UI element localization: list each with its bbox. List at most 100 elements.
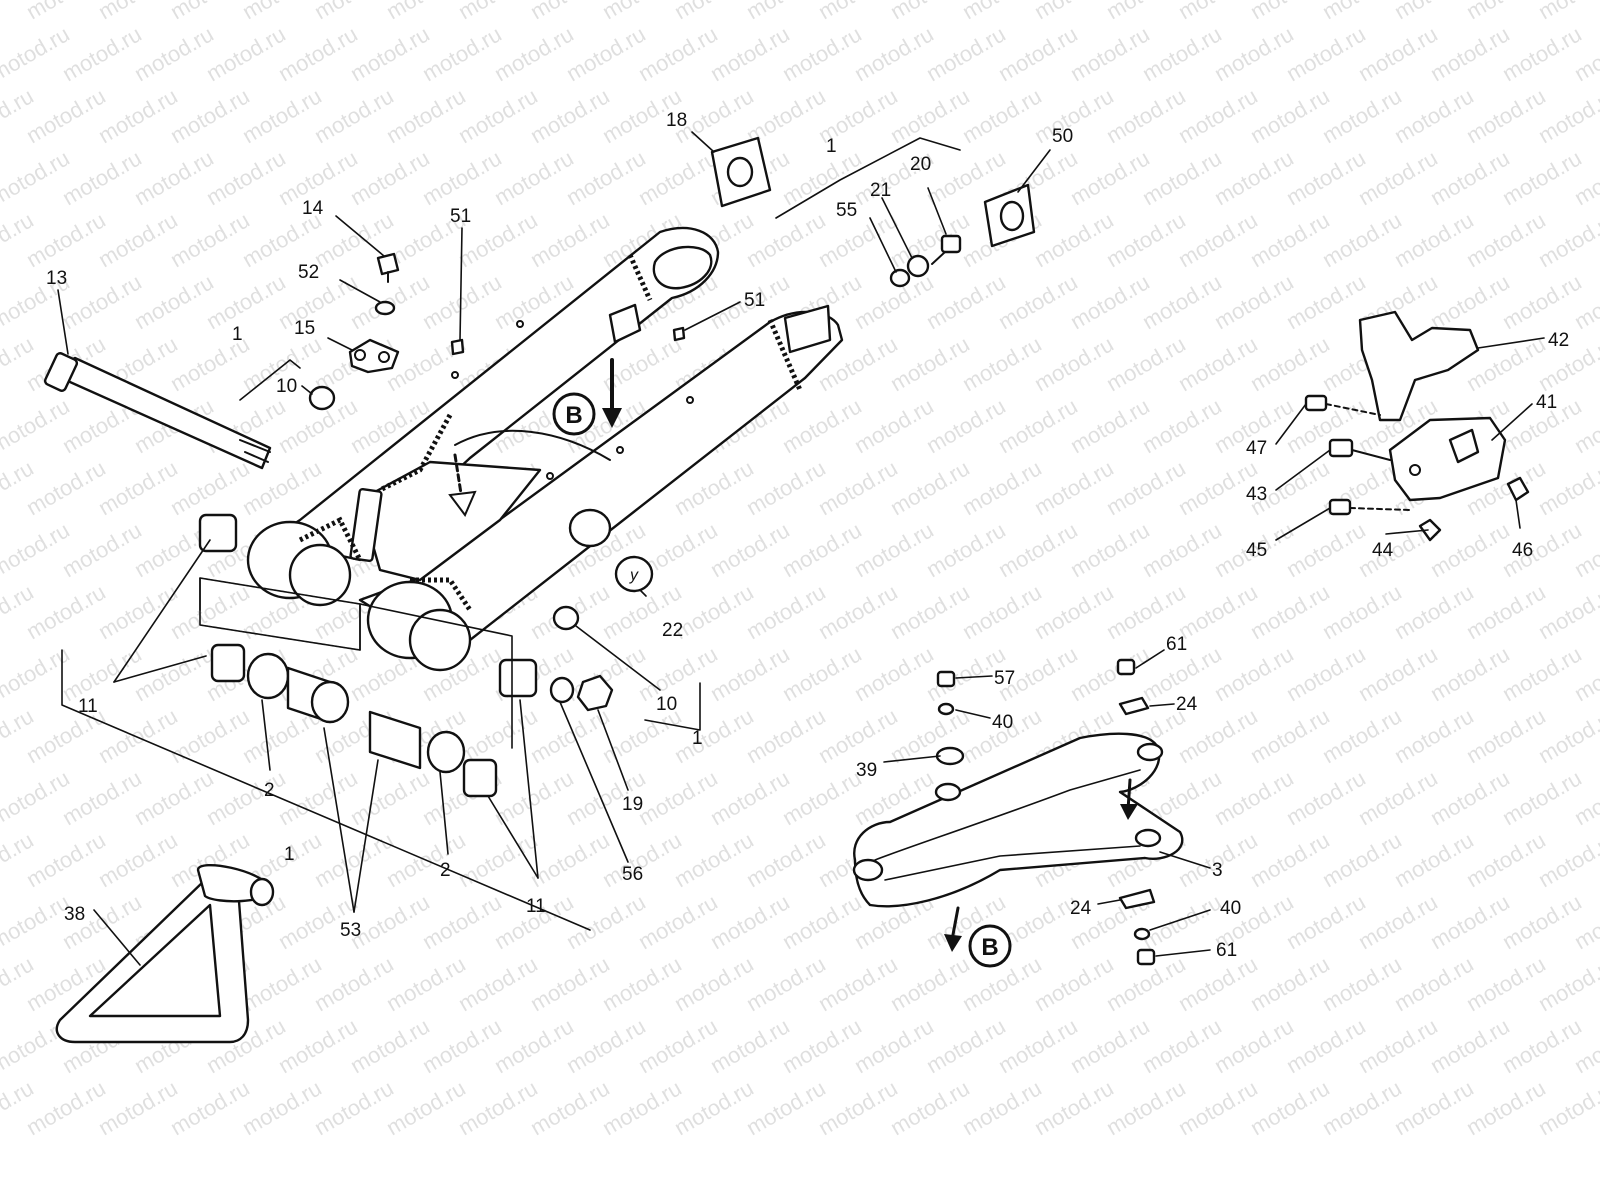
bolt-20 — [931, 234, 962, 265]
view-marker-b-main: B — [552, 392, 596, 436]
watermark-text: motod.ru — [562, 1013, 650, 1078]
watermark-text: motod.ru — [490, 145, 578, 210]
watermark-text: motod.ru — [94, 455, 182, 520]
washer-52 — [374, 300, 396, 316]
watermark-text: motod.ru — [670, 1075, 758, 1140]
watermark-text: motod.ru — [22, 1075, 110, 1140]
watermark-text: motod.ru — [634, 765, 722, 830]
watermark-text: motod.ru — [454, 83, 542, 148]
watermark-text: motod.ru — [958, 1075, 1046, 1140]
callout-52: 52 — [298, 262, 319, 283]
watermark-text: motod.ru — [454, 827, 542, 892]
watermark-text: motod.ru — [58, 21, 146, 86]
callout-13: 13 — [46, 268, 67, 289]
watermark-text: motod.ru — [1138, 269, 1226, 334]
watermark-text: motod.ru — [922, 269, 1010, 334]
watermark-text: motod.ru — [382, 83, 470, 148]
watermark-text: motod.ru — [778, 765, 866, 830]
callout-45: 45 — [1246, 540, 1267, 561]
plug-22: y — [614, 555, 654, 593]
swingarm-body — [246, 226, 844, 672]
callout-61-lower: 61 — [1216, 940, 1237, 961]
watermark-text: motod.ru — [1534, 83, 1600, 148]
paddock-stand — [55, 863, 275, 1044]
plug-mark: y — [629, 567, 639, 584]
watermark-text: motod.ru — [778, 641, 866, 706]
watermark-text: motod.ru — [670, 827, 758, 892]
watermark-text: motod.ru — [1426, 1013, 1514, 1078]
callout-3: 3 — [1212, 860, 1223, 881]
watermark-text: motod.ru — [166, 207, 254, 272]
watermark-text: motod.ru — [1030, 331, 1118, 396]
watermark-text: motod.ru — [1354, 641, 1442, 706]
watermark-text: motod.ru — [22, 83, 110, 148]
callout-15: 15 — [294, 318, 315, 339]
watermark-text: motod.ru — [202, 145, 290, 210]
watermark-text: motod.ru — [742, 455, 830, 520]
pivot-bearing-set — [198, 513, 614, 798]
callout-19: 19 — [622, 794, 643, 815]
direction-arrows-body — [448, 358, 622, 517]
watermark-text: motod.ru — [1498, 889, 1586, 954]
cap-10-upper — [308, 385, 336, 411]
callout-41: 41 — [1536, 392, 1557, 413]
watermark-text: motod.ru — [1534, 207, 1600, 272]
watermark-text: motod.ru — [1534, 951, 1600, 1016]
watermark-text: motod.ru — [742, 951, 830, 1016]
callout-53: 53 — [340, 920, 361, 941]
watermark-text: motod.ru — [1354, 889, 1442, 954]
watermark-text: motod.ru — [346, 21, 434, 86]
watermark-text: motod.ru — [1066, 1013, 1154, 1078]
watermark-text: motod.ru — [0, 889, 74, 954]
callout-1-a: 1 — [232, 324, 243, 345]
watermark-text: motod.ru — [130, 145, 218, 210]
watermark-text: motod.ru — [1066, 393, 1154, 458]
watermark-text: motod.ru — [1138, 145, 1226, 210]
callout-56: 56 — [622, 864, 643, 885]
watermark-text: motod.ru — [310, 1075, 398, 1140]
watermark-text: motod.ru — [1138, 1013, 1226, 1078]
watermark-text: motod.ru — [1462, 703, 1550, 768]
watermark-text: motod.ru — [1498, 145, 1586, 210]
watermark-text: motod.ru — [850, 517, 938, 582]
watermark-text: motod.ru — [1246, 579, 1334, 644]
leader-lines — [57, 131, 1545, 966]
watermark-text: motod.ru — [94, 207, 182, 272]
watermark-text: motod.ru — [1318, 207, 1406, 272]
watermark-text: motod.ru — [418, 889, 506, 954]
callout-39: 39 — [856, 760, 877, 781]
watermark-text: motod.ru — [994, 269, 1082, 334]
watermark-text: motod.ru — [1462, 1075, 1550, 1140]
watermark-text: motod.ru — [598, 1075, 686, 1140]
callout-57: 57 — [994, 668, 1015, 689]
watermark-text: motod.ru — [886, 1075, 974, 1140]
watermark-text: motod.ru — [994, 1013, 1082, 1078]
watermark-text: motod.ru — [1030, 951, 1118, 1016]
watermark-text: motod.ru — [1138, 517, 1226, 582]
watermark-text: motod.ru — [526, 951, 614, 1016]
watermark-text: motod.ru — [778, 1013, 866, 1078]
watermark-text: motod.ru — [634, 889, 722, 954]
view-marker-b-slider: B — [968, 924, 1012, 968]
watermark-text: motod.ru — [1174, 207, 1262, 272]
watermark-text: motod.ru — [706, 889, 794, 954]
watermark-text: motod.ru — [922, 21, 1010, 86]
watermark-text: motod.ru — [1246, 703, 1334, 768]
watermark-text: motod.ru — [1426, 641, 1514, 706]
watermark-text: motod.ru — [346, 145, 434, 210]
watermark-text: motod.ru — [58, 517, 146, 582]
watermark-text: motod.ru — [310, 827, 398, 892]
watermark-text: motod.ru — [1030, 1075, 1118, 1140]
callout-51-left: 51 — [450, 206, 471, 227]
callout-18: 18 — [666, 110, 687, 131]
watermark-text: motod.ru — [778, 393, 866, 458]
watermark-text: motod.ru — [94, 827, 182, 892]
watermark-text: motod.ru — [1102, 1075, 1190, 1140]
watermark-text: motod.ru — [526, 827, 614, 892]
watermark-text: motod.ru — [778, 517, 866, 582]
watermark-text: motod.ru — [94, 703, 182, 768]
watermark-text: motod.ru — [0, 393, 74, 458]
watermark-text: motod.ru — [94, 1075, 182, 1140]
watermark-text: motod.ru — [1066, 145, 1154, 210]
washer-55 — [889, 268, 911, 288]
